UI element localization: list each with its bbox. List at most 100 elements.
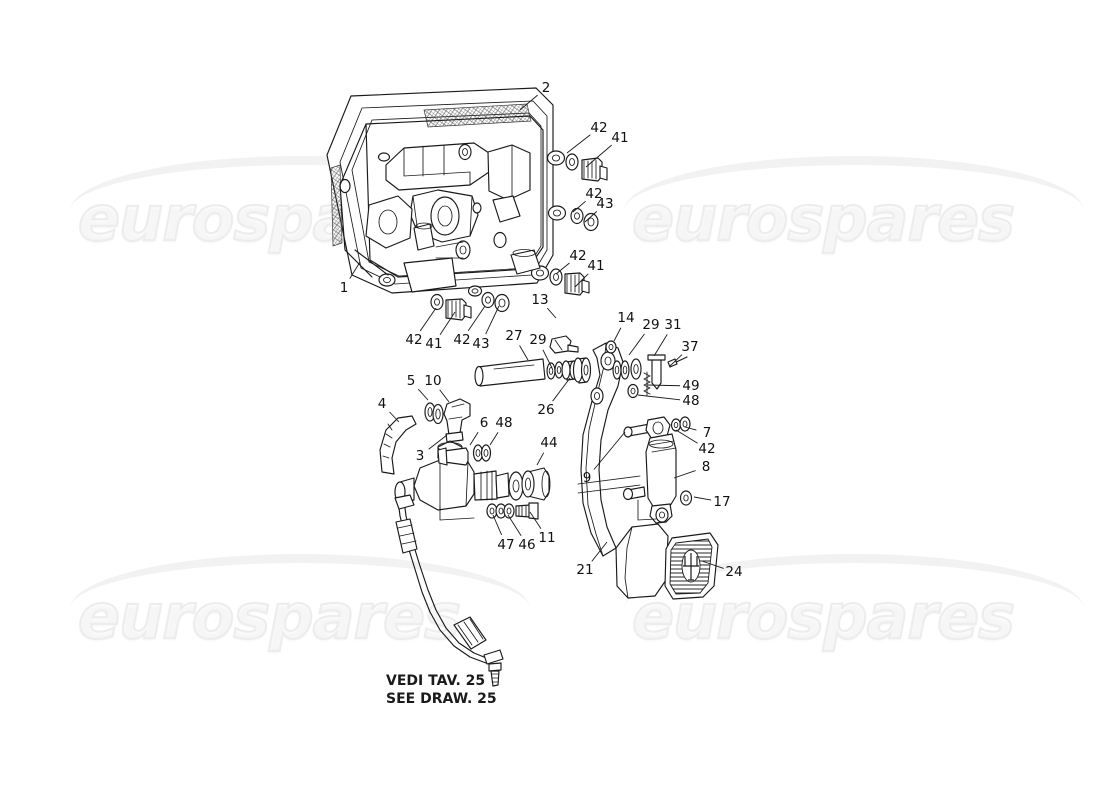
callout-number: 43 [472,336,490,352]
leader-line [389,411,400,423]
callout-number: 29 [529,332,547,348]
part-27-pedal-shaft [474,358,546,387]
callout-number: 3 [415,448,425,464]
callout-number: 31 [664,317,682,333]
part-4-fluid-hose [379,415,417,475]
fastener-group-lower-right [549,268,590,296]
part-24-pedal-rubber-pad [664,532,719,600]
callout-number: 42 [585,186,603,202]
callout-number: 41 [611,130,629,146]
callout-number: 21 [576,562,594,578]
leader-line [439,389,450,403]
callout-number: 24 [725,564,743,580]
leader-line [637,394,681,401]
leader-line [492,514,503,536]
callout-number: 49 [682,378,700,394]
callout-number: 5 [406,373,416,389]
leader-line [572,200,586,213]
callout-leader-lines [349,94,724,569]
leader-line [684,426,697,431]
fastener-group-pivot-right [605,340,688,399]
leader-line [675,429,698,444]
leader-line [419,307,437,332]
fastener-group-upper-right [565,153,608,182]
leader-line [417,388,429,401]
callout-number: 42 [569,248,587,264]
callout-number: 41 [587,258,605,274]
callout-number: 42 [405,332,423,348]
part-44-rubber-bush [521,467,551,501]
callout-number: 2 [541,80,551,96]
leader-line [552,377,571,402]
trident-emblem [681,549,701,583]
part-9-pin-and-nuts [623,416,691,440]
leader-line [467,305,486,332]
reference-caption-italian: VEDI TAV. 25 [386,673,486,689]
leader-line [542,349,553,369]
leader-line [593,431,626,470]
leader-line [507,514,522,536]
leader-line [536,452,545,466]
leader-line [566,134,591,154]
callout-number: 44 [540,435,558,451]
leader-line [555,262,570,275]
leader-line [701,560,724,569]
leader-line [653,334,668,357]
callout-number: 8 [701,459,711,475]
part-5-clamp [424,402,444,425]
leader-line [628,333,645,356]
leader-line [428,434,448,450]
leader-line [591,541,608,562]
callout-number: 48 [682,393,700,409]
part-6-screw-and-48-washer [437,444,492,466]
callout-number: 13 [531,292,549,308]
callout-number: 26 [537,402,555,418]
leader-line [529,511,542,530]
callout-number: 47 [497,537,515,553]
callout-number: 29 [642,317,660,333]
callout-number: 42 [453,332,471,348]
callout-number: 14 [617,310,635,326]
part-1-pedal-board-bracket [339,115,567,297]
fastener-group-mid-right [570,207,599,232]
leader-line [585,144,612,168]
leader-line [349,261,361,279]
fastener-group-master-cyl [486,502,539,520]
callout-number: 42 [590,120,608,136]
callout-number: 37 [681,339,699,355]
leader-line [613,327,622,342]
callout-number: 41 [425,336,443,352]
hydraulic-pipe-to-drawing-25 [394,494,504,687]
callout-number: 43 [596,196,614,212]
part-8-switch-cylinder [622,433,693,524]
callout-number: 48 [495,415,513,431]
leader-line [574,273,589,288]
callout-number: 4 [377,396,387,412]
reference-caption-english: SEE DRAW. 25 [386,691,497,707]
leader-line [673,470,696,479]
leader-line [485,305,500,335]
callout-number: 11 [538,530,556,546]
leader-line [584,211,598,223]
leader-line [646,384,681,387]
bushing-washer-stack-left [546,357,592,384]
callout-number: 46 [518,537,536,553]
leader-line [469,432,479,446]
fastener-group-lower-left [430,291,510,321]
leader-line [546,307,557,319]
part-10-elbow-union [443,398,471,443]
callout-number: 6 [479,415,489,431]
callout-number: 9 [582,470,592,486]
callout-number: 27 [505,328,523,344]
leader-line [519,345,529,361]
leader-line [669,354,683,367]
callout-number: 1 [339,280,349,296]
callout-number: 42 [698,441,716,457]
leader-line [439,311,456,336]
leader-line [519,94,538,111]
callout-number: 7 [702,425,712,441]
callout-number: 17 [713,494,731,510]
booster-internal-linkage [365,142,541,275]
